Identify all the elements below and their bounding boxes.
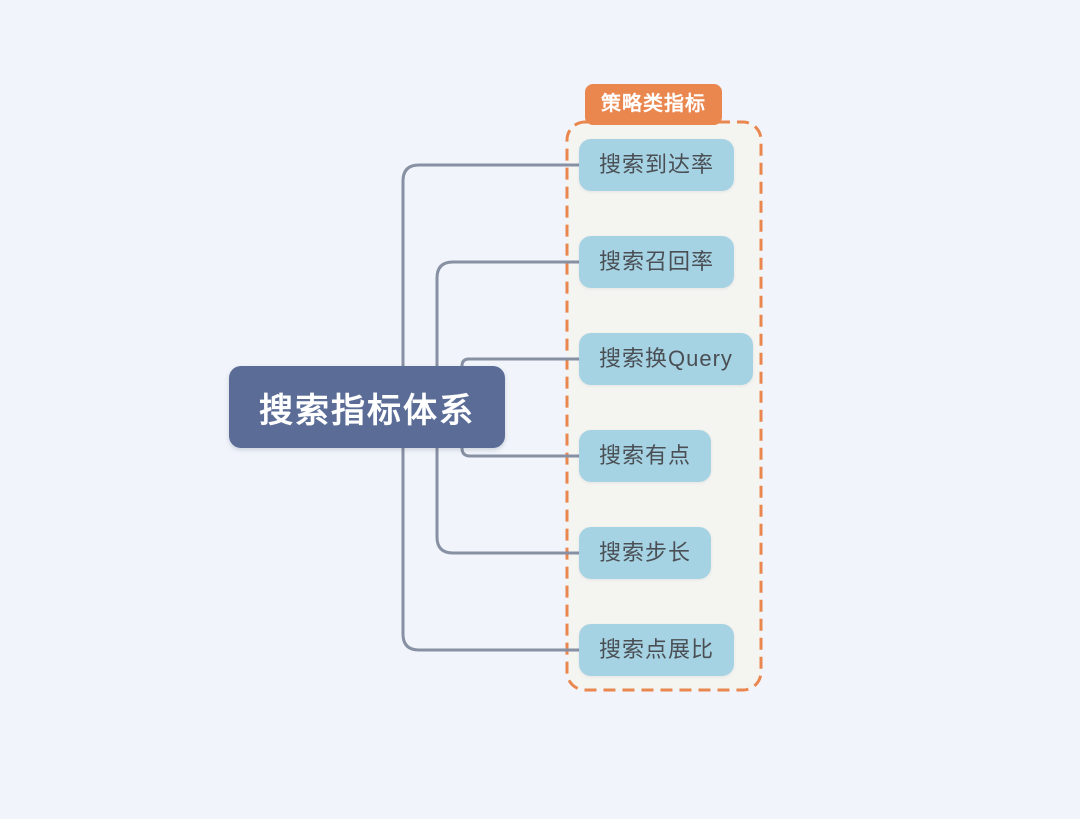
metric-node-3[interactable]: 搜索换Query [579, 333, 753, 385]
connector-line-3 [460, 357, 579, 367]
connector-line-2 [435, 260, 579, 366]
connector-line-1 [401, 163, 579, 366]
root-node-search-metric-system[interactable]: 搜索指标体系 [229, 366, 505, 448]
metric-node-2[interactable]: 搜索召回率 [579, 236, 735, 288]
metric-node-5[interactable]: 搜索步长 [579, 527, 712, 579]
metric-node-4[interactable]: 搜索有点 [579, 430, 712, 482]
group-container-box [565, 120, 763, 692]
connector-line-5 [435, 448, 579, 555]
connector-line-6 [401, 448, 579, 652]
group-label-strategy-metrics[interactable]: 策略类指标 [585, 84, 722, 125]
metric-node-1[interactable]: 搜索到达率 [579, 139, 735, 191]
metric-node-6[interactable]: 搜索点展比 [579, 624, 735, 676]
connector-line-4 [460, 447, 579, 458]
